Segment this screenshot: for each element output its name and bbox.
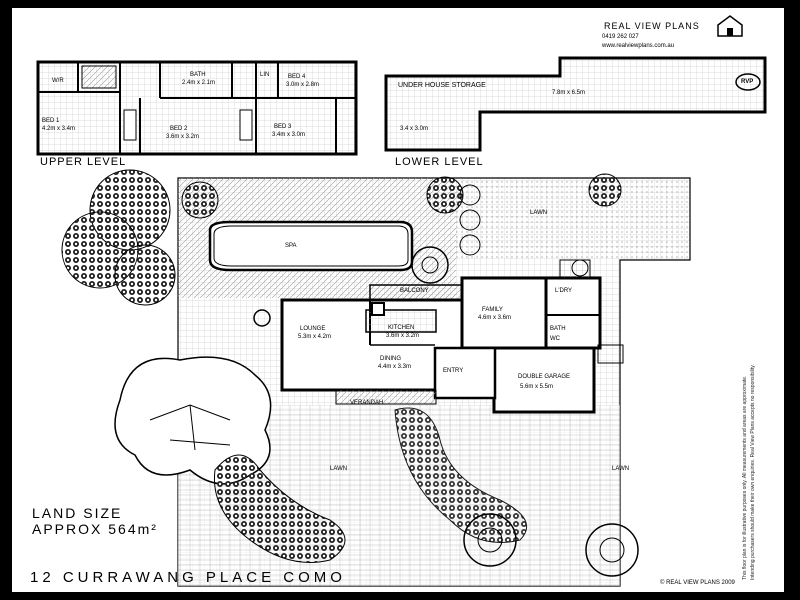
laundry-label: L'DRY — [555, 288, 573, 294]
land-size-label: LAND SIZE — [32, 505, 123, 521]
lounge-dim: 5.3m x 4.2m — [298, 334, 332, 340]
upper-bath-label: BATH — [190, 72, 206, 78]
upper-level-plan — [36, 60, 358, 156]
lawn-label-2: LAWN — [330, 466, 348, 472]
lawn-label-1: LAWN — [530, 210, 548, 216]
landscaping — [61, 169, 639, 577]
upper-bed1-dim: 4.2m x 3.4m — [42, 126, 76, 132]
disclaimer-text: This floor plan is for illustrative purp… — [742, 364, 758, 580]
balcony-label: BALCONY — [400, 288, 429, 294]
lower-level-title: LOWER LEVEL — [395, 156, 484, 168]
company-phone: 0419 262 027 — [602, 34, 639, 40]
family-dim: 4.6m x 3.6m — [478, 315, 512, 321]
upper-wir-label: W/R — [52, 78, 64, 84]
family-label: FAMILY — [482, 307, 503, 313]
lounge-label: LOUNGE — [300, 326, 326, 332]
ground-floor-plan — [280, 259, 624, 414]
property-address: 12 CURRAWANG PLACE COMO — [30, 569, 346, 586]
company-name: REAL VIEW PLANS — [604, 21, 700, 31]
land-size-value: APPROX 564m² — [32, 521, 158, 537]
lower-left-dim: 3.4 x 3.0m — [400, 126, 429, 132]
garage-label: DOUBLE GARAGE — [518, 374, 571, 380]
footer-copyright: © REAL VIEW PLANS 2009 — [660, 580, 735, 586]
kitchen-dim: 3.6m x 3.2m — [386, 333, 420, 339]
disclaimer-line-1: This floor plan is for illustrative purp… — [742, 375, 748, 580]
lower-storage-label: UNDER HOUSE STORAGE — [398, 82, 486, 89]
company-logo-text: RVP — [741, 79, 754, 85]
wc-label: WC — [550, 336, 560, 342]
lawn-label-3: LAWN — [612, 466, 630, 472]
kitchen-label: KITCHEN — [388, 325, 415, 331]
dining-dim: 4.4m x 3.3m — [378, 364, 412, 370]
upper-lin-label: LIN — [260, 72, 270, 78]
upper-bath-dim: 2.4m x 2.1m — [182, 80, 216, 86]
upper-bed2-label: BED 2 — [170, 126, 188, 132]
upper-bed3-label: BED 3 — [274, 124, 292, 130]
lower-storage-dim: 7.8m x 6.5m — [552, 90, 586, 96]
company-logo-graphic — [717, 15, 761, 91]
upper-bed1-label: BED 1 — [42, 118, 60, 124]
garage-dim: 5.6m x 5.5m — [520, 384, 554, 390]
upper-bed2-dim: 3.6m x 3.2m — [166, 134, 200, 140]
entry-label: ENTRY — [443, 368, 464, 374]
dining-label: DINING — [380, 356, 401, 362]
upper-bed4-label: BED 4 — [288, 74, 306, 80]
disclaimer-line-2: Intending purchasers should make their o… — [750, 364, 756, 580]
upper-level-title: UPPER LEVEL — [40, 156, 127, 168]
bath-label: BATH — [550, 326, 566, 332]
company-email[interactable]: www.realviewplans.com.au — [602, 43, 675, 49]
verandah-label: VERANDAH — [350, 400, 384, 406]
upper-bed3-dim: 3.4m x 3.0m — [272, 132, 306, 138]
upper-bed4-dim: 3.0m x 2.8m — [286, 82, 320, 88]
spa-label: SPA — [285, 243, 297, 249]
lower-level-plan — [384, 56, 767, 152]
